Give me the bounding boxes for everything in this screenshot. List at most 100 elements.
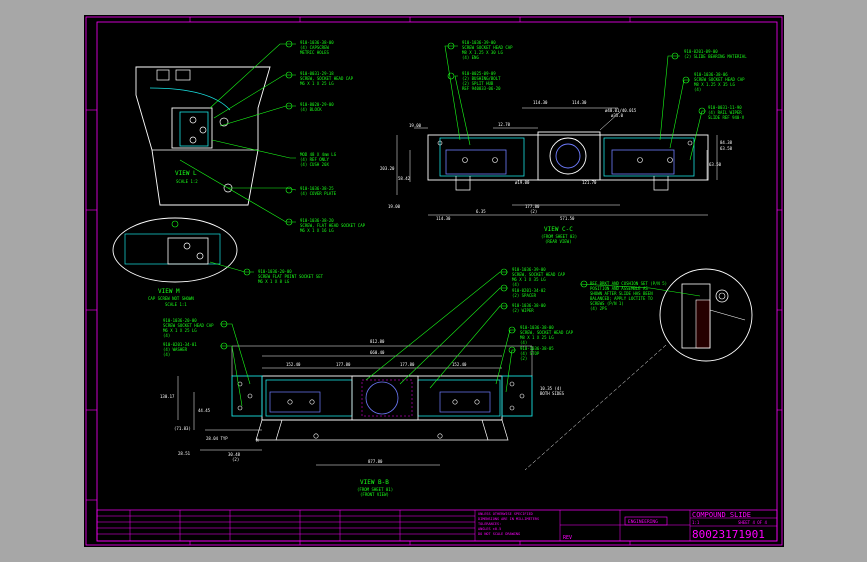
dim-bb-0: 812.80 xyxy=(370,339,385,344)
view-cc-note2: (REAR VIEW) xyxy=(545,239,572,244)
view-cc-callouts xyxy=(444,42,706,161)
dim-bb-4: 177.80 xyxy=(400,362,415,367)
tb-company: ENGINEERING xyxy=(628,519,658,525)
callout-l4-c: (4) CUSH 20X xyxy=(300,162,329,167)
callout-bb4-c: M8 X 1 X 25 LG xyxy=(520,335,554,340)
dim-bb-14: 10.35 (4) xyxy=(540,386,562,391)
zone-marks xyxy=(86,17,782,545)
title-block-text: UNLESS OTHERWISE SPECIFIED DIMENSIONS AR… xyxy=(478,511,767,541)
callout-cc2-a: 910-0025-09-09 xyxy=(462,71,496,76)
callout-bbl2-a: 910-0201-34-01 xyxy=(163,342,197,347)
dim-cc-4: ø35.0 xyxy=(611,113,624,118)
tb-title: COMPOUND SLIDE xyxy=(692,511,751,519)
view-m-note: CAP SCREW NOT SHOWN xyxy=(148,296,194,301)
callout-text-cc: 910-1036-39-00 SCREW SOCKET HEAD CAP M8 … xyxy=(462,40,747,120)
callout-bbl1-d: (4) xyxy=(163,333,170,338)
callout-cc4-d: (4) xyxy=(694,87,701,92)
dim-bb-5: 152.40 xyxy=(452,362,467,367)
view-bb-note2: (FRONT VIEW) xyxy=(360,492,389,497)
callout-bbl1-a: 910-1036-20-00 xyxy=(163,318,197,323)
callout-cc5-a: 910-0031-11-90 xyxy=(708,105,742,110)
drawing-sheet xyxy=(84,15,784,547)
dim-bb-8: (71.83) xyxy=(174,426,191,431)
callout-cc1-c: M8 X 1.25 X 30 LG xyxy=(462,50,504,55)
callout-bb3-a: 910-1036-38-00 xyxy=(512,303,546,308)
dim-cc-15: 121.70 xyxy=(582,180,597,185)
callout-l2-b: SCREW, SOCKET HEAD CAP xyxy=(300,76,354,81)
view-cc-note1: (FROM SHEET 03) xyxy=(541,234,577,239)
detail-note-1: POSITION AND ASSEMBLE AS xyxy=(590,286,648,291)
callout-l6-b: SCREW, FLAT HEAD SOCKET CAP xyxy=(300,223,366,228)
dim-bb-11: 30.48 xyxy=(228,452,241,457)
callout-text-l: 910-1036-38-00 (4) CAPSCREW METRIC HOLES… xyxy=(300,40,366,233)
callout-cc3-b: (2) SLIDE BEARING MATERIAL xyxy=(684,54,747,59)
callout-cc3-a: 910-0201-09-00 xyxy=(684,49,718,54)
dim-cc-5: 19.00 xyxy=(409,123,422,128)
tb-scale: 1:1 xyxy=(692,520,700,525)
dim-cc-10: 177.80 xyxy=(525,204,540,209)
callout-cc4-a: 910-1036-38-06 xyxy=(694,72,728,77)
callout-l1-c: METRIC HOLES xyxy=(300,50,329,55)
callout-cc2-d: REF 940833-06-20 xyxy=(462,86,501,91)
tb-drawing-number: 80023171901 xyxy=(692,528,765,541)
view-m: VIEW M CAP SCREW NOT SHOWN SCALE 1:1 xyxy=(112,217,254,307)
dim-cc-14: 6.35 xyxy=(476,209,486,214)
dim-bb-10: 28.51 xyxy=(178,451,191,456)
tb-sheet: SHEET 4 OF 4 xyxy=(738,520,767,525)
view-bb xyxy=(177,345,533,466)
callout-bb2-b: (2) SPACER xyxy=(512,293,537,298)
callout-bb1-b: SCREW, SOCKET HEAD CAP xyxy=(512,272,566,277)
dim-cc-16: 63.50 xyxy=(709,162,722,167)
dim-cc-6: 203.20 xyxy=(380,166,395,171)
view-cc-dims: 114.30 114.30 12.70 ø40.01/40.015 ø35.0 … xyxy=(380,100,733,221)
callout-bb1-d: (4) xyxy=(512,282,519,287)
detail-note-2: SHOWN AFTER SLIDE HAS BEEN xyxy=(590,291,653,296)
dim-bb-16: M xyxy=(256,438,259,443)
tb-note-1: DIMENSIONS ARE IN MILLIMETERS xyxy=(478,517,539,521)
dim-cc-17: 63.58 xyxy=(720,146,733,151)
callout-cc1-b: SCREW SOCKET HEAD CAP xyxy=(462,45,513,50)
callout-cc2-c: (2) SPLIT HUB xyxy=(462,81,494,86)
callout-bb4-d: (4) xyxy=(520,340,527,345)
dim-bb-1: 660.40 xyxy=(370,350,385,355)
dim-cc-3: ø40.01/40.015 xyxy=(605,108,637,113)
view-cc xyxy=(396,107,718,216)
dim-cc-11: (2) xyxy=(530,209,537,214)
view-bb-label: VIEW B-B (FROM SHEET 01) (FRONT VIEW) xyxy=(357,479,393,497)
sheet-border-outer xyxy=(85,16,783,546)
tb-note-4: DO NOT SCALE DRAWING xyxy=(478,532,520,536)
callout-text-detail: REF BRKT AND CUSHION SET (P/N 5) POSITIO… xyxy=(590,281,667,311)
callout-l1-a: 910-1036-38-00 xyxy=(300,40,334,45)
callout-cc1-d: (4) ENG xyxy=(462,55,479,60)
callout-bbl1-b: SCREW SOCKET HEAD CAP xyxy=(163,323,214,328)
callout-l2-c: M6 X 1 X 25 LG xyxy=(300,81,334,86)
view-cc-label: VIEW C-C (FROM SHEET 03) (REAR VIEW) xyxy=(541,226,577,244)
callout-cc4-b: SCREW SOCKET HEAD CAP xyxy=(694,77,745,82)
dim-cc-2: 12.70 xyxy=(498,122,511,127)
view-m-scale: SCALE 1:1 xyxy=(165,302,187,307)
dim-cc-7: 58.42 xyxy=(398,176,411,181)
tb-rev: REV xyxy=(563,535,572,541)
view-l-callouts xyxy=(179,40,297,226)
callout-bb3-b: (2) WIPER xyxy=(512,308,534,313)
callout-m1-c: M6 X 1 X 8 LG xyxy=(258,279,290,284)
callout-cc4-c: M8 X 1.25 X 35 LG xyxy=(694,82,736,87)
detail-note-0: REF BRKT AND CUSHION SET (P/N 5) xyxy=(590,281,667,286)
callout-m1-b: SCREW FLAT POINT SOCKET SET xyxy=(258,274,324,279)
callout-bb5-c: (2) xyxy=(520,356,527,361)
view-bb-callouts xyxy=(220,268,516,407)
callout-l1-b: (4) CAPSCREW xyxy=(300,45,329,50)
detail-note-3: BALANCED; APPLY LOCTITE TO xyxy=(590,296,653,301)
title-block xyxy=(96,509,778,542)
dim-bb-7: 44.45 xyxy=(198,408,211,413)
callout-cc2-b: (2) BUSHING/BOLT xyxy=(462,76,501,81)
dim-bb-3: 177.80 xyxy=(336,362,351,367)
callout-bb5-b: (4) STOP xyxy=(520,351,540,356)
callout-bb5-a: 910-1036-38-05 xyxy=(520,346,554,351)
callout-l3-b: (4) BLOCK xyxy=(300,107,322,112)
callout-bb2-a: 910-0201-34-02 xyxy=(512,288,546,293)
callout-bbl2-c: (4) xyxy=(163,352,170,357)
callout-l4-b: (4) REF ONLY xyxy=(300,157,329,162)
callout-bb4-a: 910-1036-38-00 xyxy=(520,325,554,330)
